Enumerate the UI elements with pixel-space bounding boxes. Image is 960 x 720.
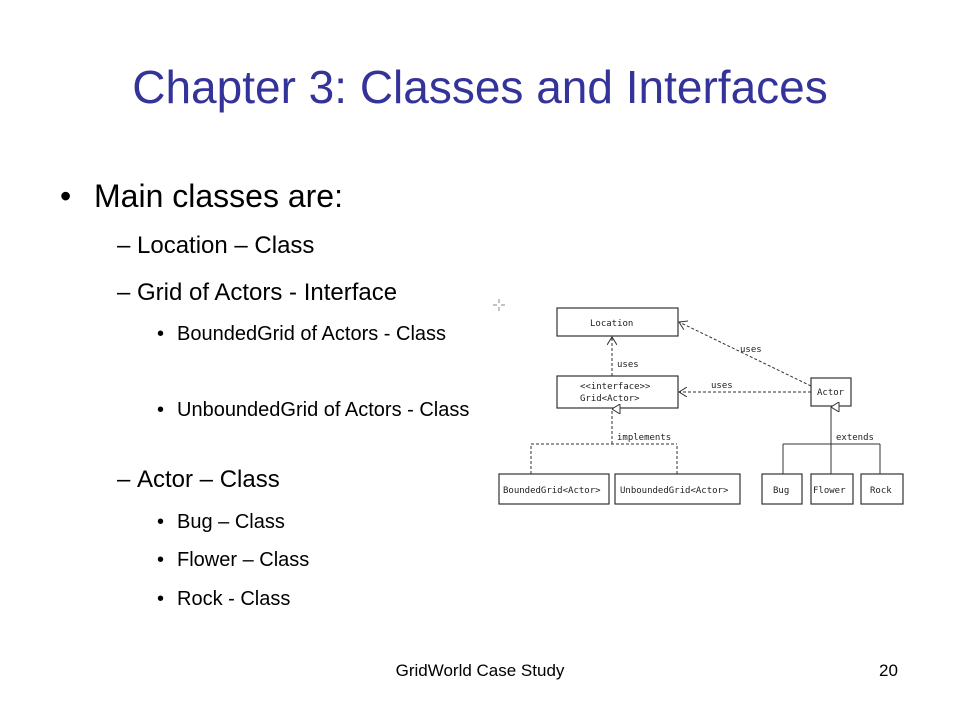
uml-box-unboundedgrid bbox=[614, 473, 741, 505]
subbullet-text: Actor – Class bbox=[137, 466, 280, 493]
uml-label-bug: Bug bbox=[773, 486, 789, 496]
subsub-text: BoundedGrid of Actors - Class bbox=[177, 323, 447, 345]
dash-marker: – bbox=[117, 279, 131, 306]
subsub-text: Rock - Class bbox=[177, 588, 291, 610]
bullet-marker: • bbox=[157, 549, 165, 571]
uml-label-implements: implements bbox=[617, 433, 671, 443]
cursor-crosshair-icon bbox=[493, 299, 505, 311]
uml-box-bug bbox=[761, 473, 803, 505]
uml-label-rock: Rock bbox=[870, 486, 892, 496]
subsub-text: Flower – Class bbox=[177, 549, 310, 571]
slide-title: Chapter 3: Classes and Interfaces bbox=[132, 61, 828, 113]
bullet-text: Main classes are: bbox=[94, 178, 343, 214]
uml-label-uses-actor-grid: uses bbox=[711, 381, 733, 391]
bullet-marker: • bbox=[157, 588, 165, 610]
page-number: 20 bbox=[879, 661, 898, 680]
uml-extends-connector bbox=[782, 407, 881, 474]
bullet-marker: • bbox=[157, 399, 165, 421]
uml-label-flower: Flower bbox=[813, 486, 846, 496]
bullet-marker: • bbox=[157, 323, 165, 345]
uml-label-location: Location bbox=[590, 319, 633, 329]
subbullet-text: Location – Class bbox=[137, 232, 315, 259]
uml-label-boundedgrid: BoundedGrid<Actor> bbox=[503, 486, 601, 496]
uml-label-grid-stereotype: <<interface>> bbox=[580, 382, 651, 392]
uml-label-extends: extends bbox=[836, 433, 874, 443]
uml-uses-arrow-actor-location bbox=[679, 322, 812, 387]
uml-box-boundedgrid bbox=[498, 473, 610, 505]
uml-box-actor bbox=[810, 377, 852, 407]
bullet-marker: • bbox=[60, 178, 72, 214]
subsub-text: Bug – Class bbox=[177, 511, 285, 533]
uml-label-uses-grid: uses bbox=[617, 360, 639, 370]
dash-marker: – bbox=[117, 232, 131, 259]
uml-box-grid bbox=[556, 375, 679, 409]
uml-label-uses-actor-location: uses bbox=[740, 345, 762, 355]
uml-box-location bbox=[556, 307, 679, 337]
subbullet-text: Grid of Actors - Interface bbox=[137, 279, 398, 306]
uml-label-actor: Actor bbox=[817, 388, 845, 398]
uml-implements-connector bbox=[530, 409, 678, 474]
dash-marker: – bbox=[117, 466, 131, 493]
uml-label-unboundedgrid: UnboundedGrid<Actor> bbox=[620, 486, 729, 496]
uml-box-flower bbox=[810, 473, 854, 505]
footer-title: GridWorld Case Study bbox=[395, 661, 565, 680]
subsub-text: UnboundedGrid of Actors - Class bbox=[177, 399, 470, 421]
uml-label-grid-name: Grid<Actor> bbox=[580, 394, 640, 404]
bullet-marker: • bbox=[157, 511, 165, 533]
uml-box-rock bbox=[860, 473, 904, 505]
